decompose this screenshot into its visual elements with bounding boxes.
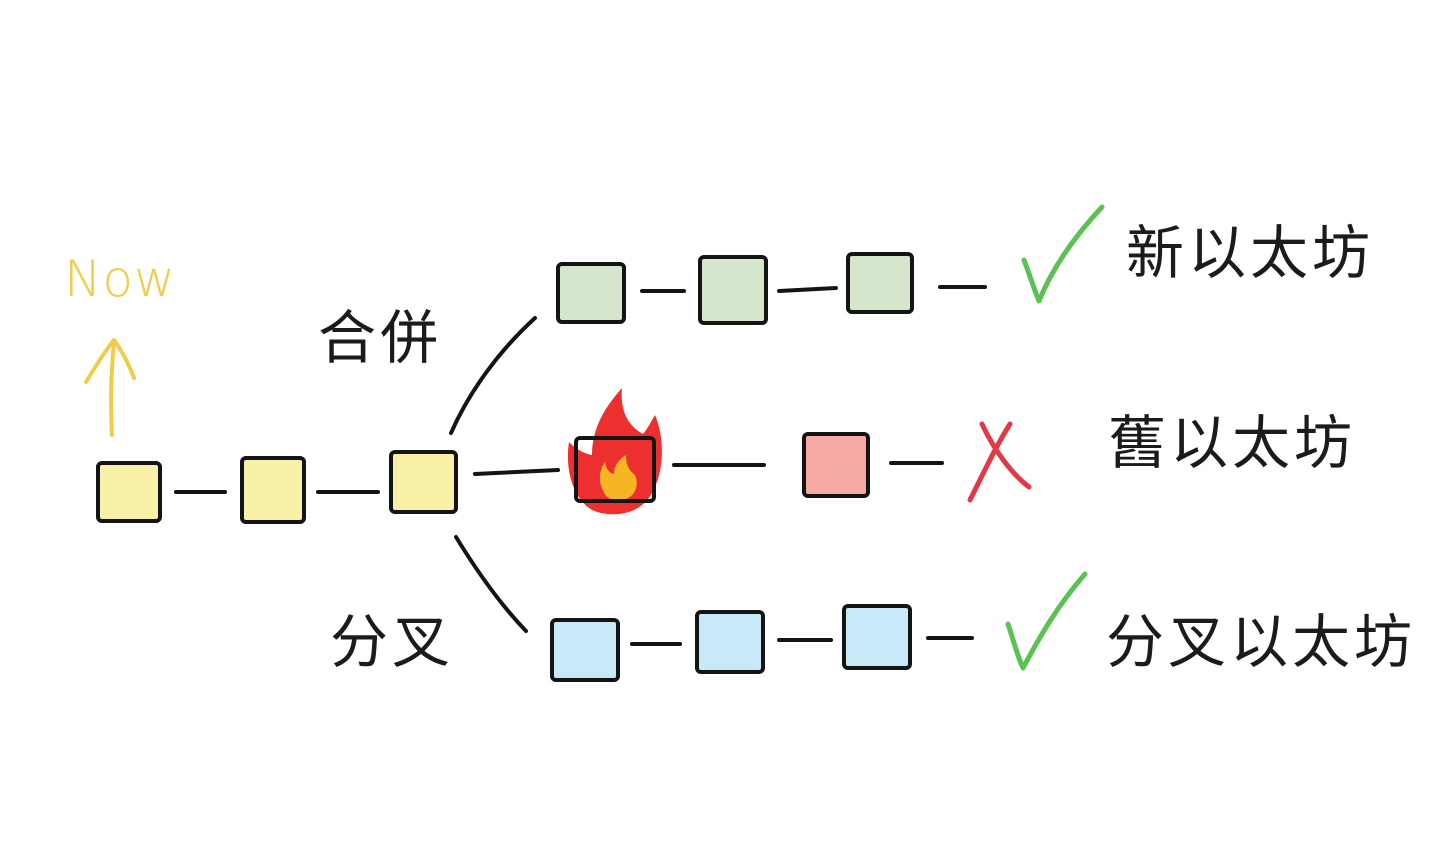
- merge-block: [846, 252, 914, 314]
- merge-block: [556, 262, 626, 324]
- past-block: [96, 461, 162, 523]
- merge-label: 合併: [318, 304, 442, 372]
- fire-icon: [567, 388, 662, 515]
- old-ethereum-chain: [567, 388, 944, 515]
- fork-branch-connector: [454, 535, 528, 633]
- cross-icon: [967, 421, 1032, 503]
- old-branch-connector: [473, 468, 560, 476]
- past-chain: [96, 450, 458, 524]
- check-icon: [1005, 571, 1088, 671]
- fork-block: [842, 604, 912, 670]
- fork-ethereum-label: 分叉以太坊: [1106, 608, 1416, 676]
- old-ethereum-label: 舊以太坊: [1108, 409, 1356, 477]
- fork-ethereum-chain: [550, 604, 974, 682]
- fork-block: [550, 618, 620, 682]
- past-block: [389, 450, 458, 514]
- new-ethereum-label: 新以太坊: [1126, 219, 1374, 287]
- merge-branch-connector: [449, 316, 537, 435]
- check-icon: [1021, 204, 1105, 304]
- old-block: [802, 432, 870, 498]
- now-label: Now: [64, 250, 176, 308]
- fork-label: 分叉: [330, 608, 454, 676]
- past-block: [240, 456, 306, 524]
- merge-block: [698, 255, 768, 325]
- fork-block: [695, 610, 765, 674]
- new-ethereum-chain: [556, 252, 987, 325]
- arrow-up-icon: [84, 338, 136, 437]
- chain-link: [777, 286, 838, 293]
